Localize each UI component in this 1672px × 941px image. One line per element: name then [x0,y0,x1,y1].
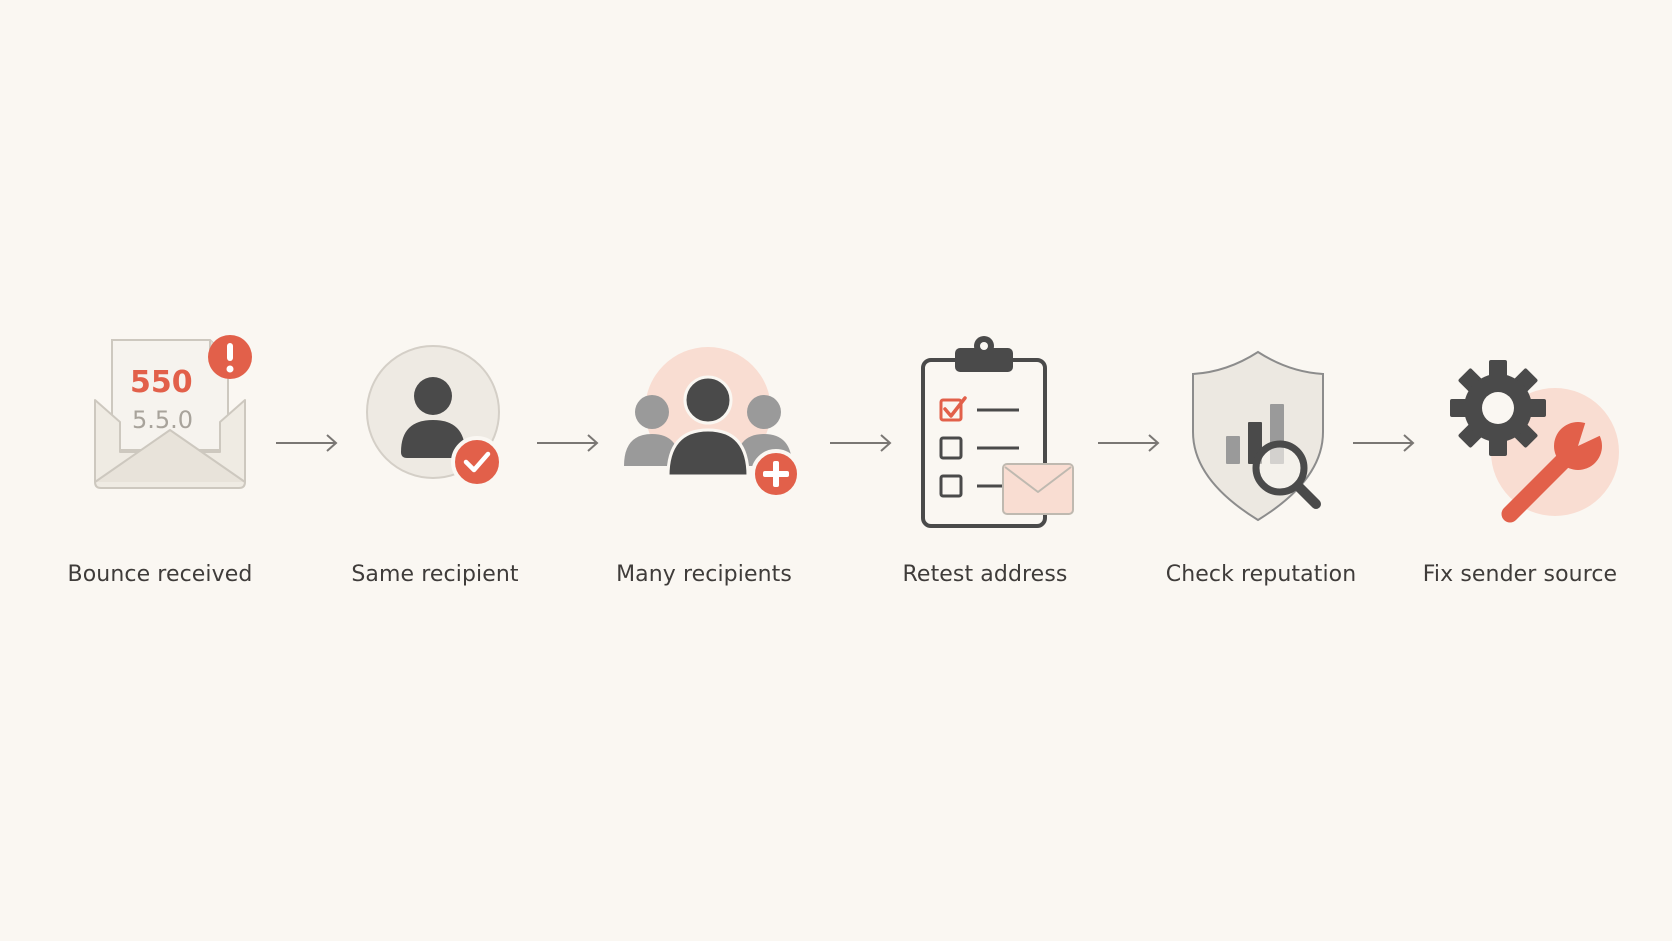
envelope-bounce-icon: 550 5.5.0 [94,335,252,489]
step-retest-address: Retest address [845,330,1125,600]
step-many-recipients: Many recipients [564,330,844,600]
bounce-code-sub: 5.5.0 [132,406,193,434]
arrow-right-icon [276,434,338,452]
step-label: Check reputation [1165,562,1357,587]
user-check-icon [366,345,503,488]
bounce-code-main: 550 [130,365,193,400]
arrow-right-icon [1098,434,1160,452]
clipboard-checklist-icon [921,336,1074,528]
step-label: Retest address [902,562,1068,587]
step-label: Bounce received [67,562,253,587]
shield-magnifier-icon [1192,350,1324,522]
step-fix-sender-source: Fix sender source [1380,330,1660,600]
step-label: Fix sender source [1422,562,1618,587]
step-label: Same recipient [351,562,519,587]
users-plus-icon [624,347,801,499]
step-check-reputation: Check reputation [1121,330,1401,600]
step-bounce-received: 550 5.5.0 Bounce received [20,330,300,600]
arrow-right-icon [537,434,599,452]
gear-wrench-icon [1450,360,1619,523]
arrow-right-icon [1353,434,1415,452]
arrow-right-icon [830,434,892,452]
step-label: Many recipients [616,562,792,587]
step-same-recipient: Same recipient [295,330,575,600]
